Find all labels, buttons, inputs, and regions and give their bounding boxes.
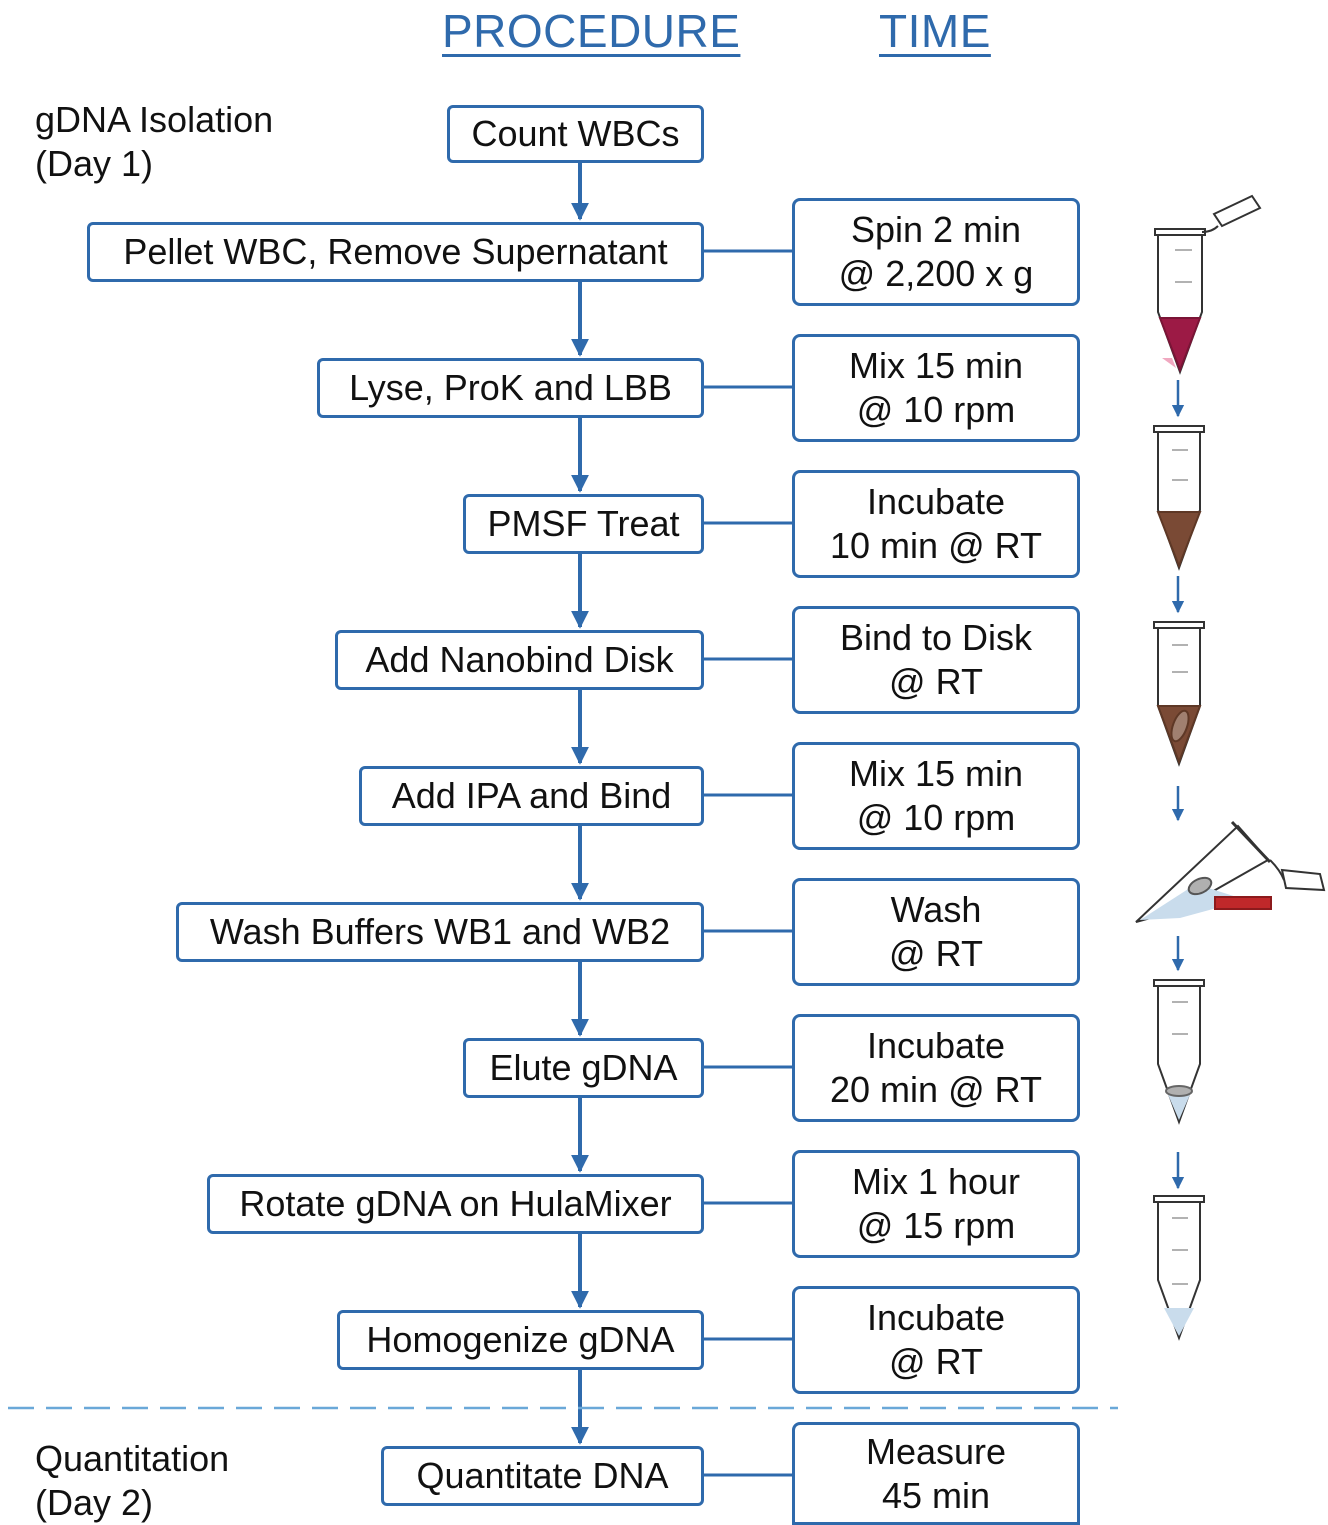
time-box-bind-disk: Bind to Disk @ RT [792,606,1080,714]
time-box-pmsf: Incubate 10 min @ RT [792,470,1080,578]
step-pmsf-treat: PMSF Treat [463,494,704,554]
tube-tilted-magnet-icon [1135,820,1326,923]
time-box-measure: Measure 45 min [792,1422,1080,1525]
time-line: 45 min [881,1474,991,1516]
time-line: @ 2,200 x g [838,253,1034,294]
time-header: TIME [879,5,991,57]
step-count-wbcs: Count WBCs [447,105,704,163]
tube-blood-open-icon [1154,194,1262,375]
phase-label-day1: gDNA Isolation (Day 1) [35,98,273,186]
time-line: @ 15 rpm [856,1205,1016,1246]
time-box-wash: Wash @ RT [792,878,1080,986]
time-box-rotate: Mix 1 hour @ 15 rpm [792,1150,1080,1258]
step-add-ipa-bind: Add IPA and Bind [359,766,704,826]
tube-disk-icon [1153,621,1205,767]
time-box-lyse: Mix 15 min @ 10 rpm [792,334,1080,442]
time-line: Bind to Disk [839,617,1033,658]
step-lyse: Lyse, ProK and LBB [317,358,704,418]
tube-lysate-icon [1153,425,1205,571]
phase-day: (Day 2) [35,1482,154,1523]
phase-title: gDNA Isolation [35,99,274,140]
time-line: @ RT [889,661,983,702]
time-line: Incubate [866,481,1006,522]
time-box-homogenize: Incubate @ RT [792,1286,1080,1394]
phase-label-day2: Quantitation (Day 2) [35,1437,229,1525]
time-line: Measure [865,1430,1007,1472]
phase-title: Quantitation [35,1438,230,1479]
time-line: Incubate [866,1297,1006,1338]
step-quantitate-dna: Quantitate DNA [381,1446,704,1506]
time-line: @ 10 rpm [856,389,1016,430]
step-elute-gdna: Elute gDNA [463,1038,704,1098]
time-line: @ RT [889,1341,983,1382]
time-line: @ 10 rpm [856,797,1016,838]
tube-eluate-icon [1153,979,1205,1125]
time-line: Mix 15 min [848,345,1024,386]
procedure-header: PROCEDURE [442,5,741,57]
time-line: Mix 1 hour [851,1161,1021,1202]
tube-homogenized-icon [1153,1195,1205,1341]
step-pellet-wbc: Pellet WBC, Remove Supernatant [87,222,704,282]
time-line: 10 min @ RT [830,525,1042,566]
time-line: 20 min @ RT [830,1069,1042,1110]
time-line: Mix 15 min [848,753,1024,794]
time-box-elute: Incubate 20 min @ RT [792,1014,1080,1122]
time-box-pellet: Spin 2 min @ 2,200 x g [792,198,1080,306]
step-wash-buffers: Wash Buffers WB1 and WB2 [176,902,704,962]
phase-day: (Day 1) [35,143,154,184]
step-homogenize-gdna: Homogenize gDNA [337,1310,704,1370]
time-line: @ RT [889,933,983,974]
time-line: Spin 2 min [850,209,1022,250]
step-add-nanobind-disk: Add Nanobind Disk [335,630,704,690]
time-line: Incubate [866,1025,1006,1066]
time-box-ipa: Mix 15 min @ 10 rpm [792,742,1080,850]
step-rotate-hulamixer: Rotate gDNA on HulaMixer [207,1174,704,1234]
time-line: Wash [890,889,982,930]
